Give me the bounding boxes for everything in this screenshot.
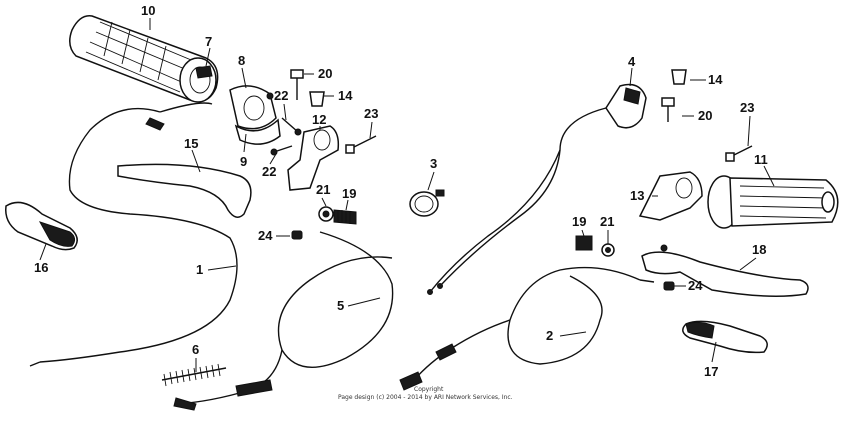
leader-lines bbox=[39, 18, 775, 372]
callout-23-right: 23 bbox=[740, 100, 754, 115]
callout-8: 8 bbox=[238, 53, 245, 68]
copyright-line-2: Page design (c) 2004 - 2014 by ARI Netwo… bbox=[338, 394, 513, 401]
callout-22-upper: 22 bbox=[274, 88, 288, 103]
callout-labels: 1 2 3 4 5 6 7 8 9 10 11 12 13 14 14 15 1… bbox=[34, 3, 768, 379]
callout-14-left: 14 bbox=[338, 88, 353, 103]
callout-2: 2 bbox=[546, 328, 553, 343]
callout-23-left: 23 bbox=[364, 106, 378, 121]
handlebar-grip-part-11[interactable] bbox=[707, 175, 839, 229]
collar-part-21-left[interactable] bbox=[318, 206, 334, 222]
callout-5: 5 bbox=[337, 298, 344, 313]
callout-24-left: 24 bbox=[258, 228, 273, 243]
brake-lever-part-18[interactable] bbox=[641, 244, 809, 297]
screw-part-22-lower[interactable] bbox=[270, 145, 293, 156]
callout-19-right: 19 bbox=[572, 214, 586, 229]
callout-20-left: 20 bbox=[318, 66, 332, 81]
callout-14-right: 14 bbox=[708, 72, 723, 87]
clutch-cable-part-1[interactable] bbox=[29, 102, 238, 367]
callout-24-right: 24 bbox=[688, 278, 703, 293]
callout-20-right: 20 bbox=[698, 108, 712, 123]
clutch-lever-part-15[interactable] bbox=[117, 163, 252, 218]
callout-6: 6 bbox=[192, 342, 199, 357]
adjuster-part-19-left[interactable] bbox=[333, 209, 357, 225]
adjuster-part-19-right[interactable] bbox=[575, 235, 593, 251]
throttle-housing-lower-part-9[interactable] bbox=[234, 118, 281, 145]
callout-9: 9 bbox=[240, 154, 247, 169]
copyright-notice: Copyright Page design (c) 2004 - 2014 by… bbox=[338, 386, 513, 401]
callout-17: 17 bbox=[704, 364, 718, 379]
throttle-grip-part-10[interactable] bbox=[69, 15, 219, 103]
callout-10: 10 bbox=[141, 3, 155, 18]
screw-part-23-left[interactable] bbox=[345, 135, 377, 154]
callout-22-lower: 22 bbox=[262, 164, 276, 179]
callout-12: 12 bbox=[312, 112, 326, 127]
lever-bracket-part-12[interactable] bbox=[287, 125, 340, 191]
callout-11: 11 bbox=[754, 152, 768, 167]
cap-part-14-right[interactable] bbox=[671, 69, 687, 85]
callout-19-left: 19 bbox=[342, 186, 356, 201]
brake-bracket-part-13[interactable] bbox=[638, 171, 703, 221]
nut-part-24-left[interactable] bbox=[291, 230, 303, 240]
callout-21-left: 21 bbox=[316, 182, 330, 197]
callout-16: 16 bbox=[34, 260, 48, 275]
callout-18: 18 bbox=[752, 242, 766, 257]
throttle-cable-end-part-7[interactable] bbox=[195, 65, 213, 79]
callout-1: 1 bbox=[196, 262, 203, 277]
brake-cable-part-2[interactable] bbox=[399, 266, 655, 391]
spring-part-6[interactable] bbox=[161, 363, 227, 387]
callout-21-right: 21 bbox=[600, 214, 614, 229]
callout-3: 3 bbox=[430, 156, 437, 171]
cap-part-14-left[interactable] bbox=[309, 91, 325, 107]
nut-part-24-right[interactable] bbox=[663, 281, 675, 291]
copyright-line-1: Copyright bbox=[414, 386, 444, 393]
lever-cover-part-17[interactable] bbox=[682, 320, 768, 354]
throttle-cable-part-5[interactable] bbox=[173, 231, 394, 411]
screw-part-20-right[interactable] bbox=[661, 97, 675, 122]
callout-4: 4 bbox=[628, 54, 636, 69]
screw-part-20-left[interactable] bbox=[290, 69, 304, 100]
screw-part-23-right[interactable] bbox=[725, 145, 753, 162]
callout-15: 15 bbox=[184, 136, 198, 151]
collar-part-21-right[interactable] bbox=[601, 243, 615, 257]
cable-band-part-3[interactable] bbox=[409, 189, 445, 217]
callout-7: 7 bbox=[205, 34, 212, 49]
lever-cover-part-16[interactable] bbox=[5, 201, 78, 251]
throttle-housing-upper-part-8[interactable] bbox=[229, 85, 277, 130]
kill-switch-part-4[interactable] bbox=[427, 83, 647, 295]
screw-part-22-upper[interactable] bbox=[281, 117, 302, 136]
callout-13: 13 bbox=[630, 188, 644, 203]
